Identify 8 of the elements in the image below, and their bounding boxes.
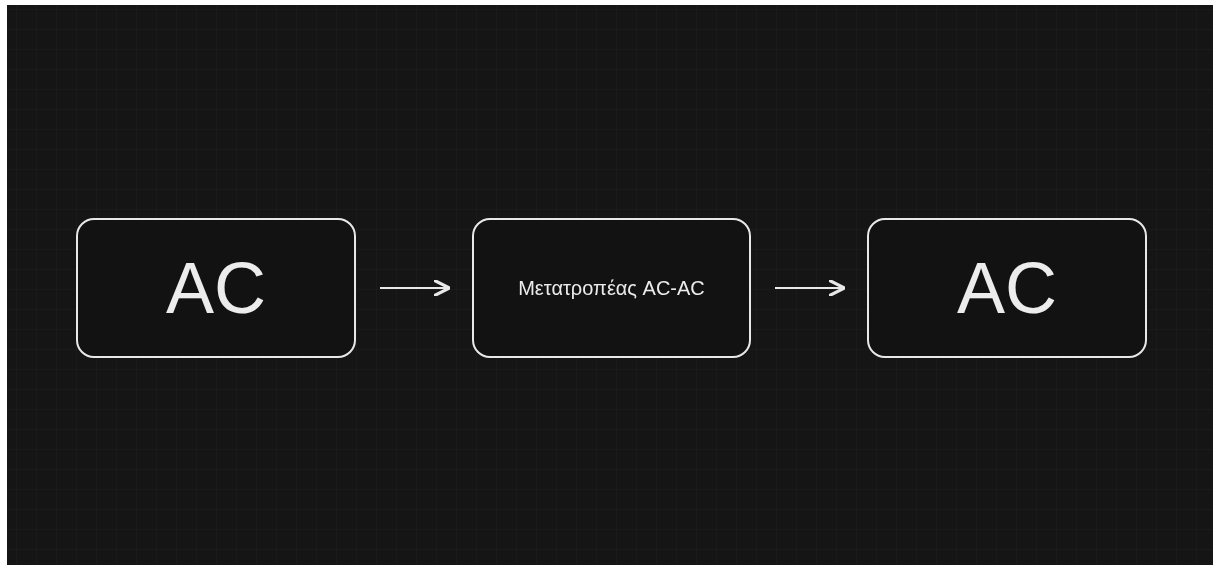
arrow <box>379 278 452 298</box>
process-box <box>472 218 751 358</box>
box-label: Μετατροπέας AC-AC <box>518 276 705 300</box>
box-label: AC <box>957 247 1057 329</box>
process-box <box>867 218 1147 358</box>
box-label: AC <box>166 247 266 329</box>
arrow <box>774 278 847 298</box>
process-box <box>76 218 356 358</box>
